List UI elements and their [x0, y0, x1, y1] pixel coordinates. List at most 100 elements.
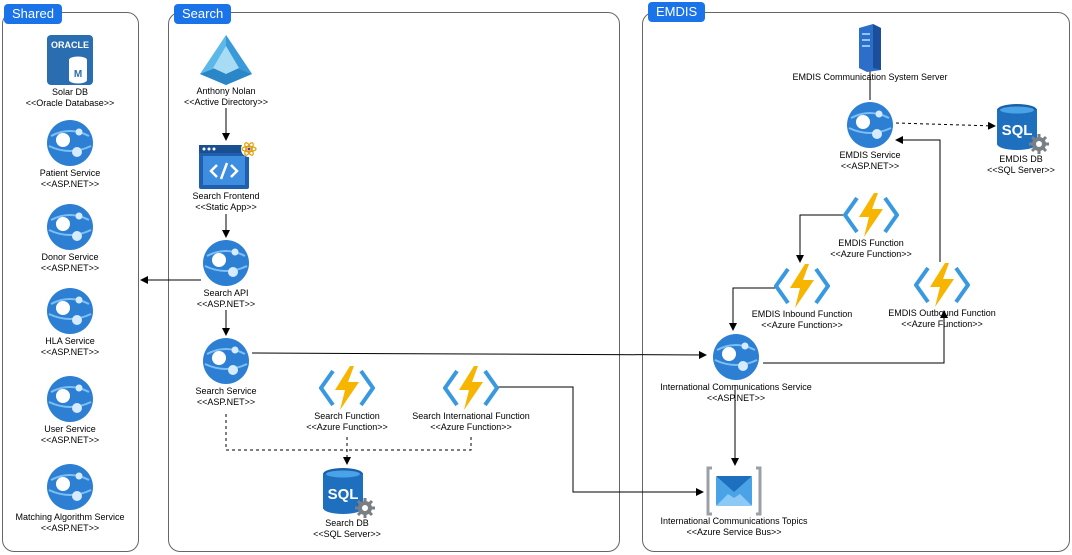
hla-service-node[interactable]: HLA Service <<ASP.NET>> — [0, 286, 160, 358]
search-service-node[interactable]: Search Service <<ASP.NET>> — [136, 336, 316, 408]
group-label-shared: Shared — [4, 4, 62, 24]
static-app-icon — [199, 141, 257, 189]
app-service-icon — [47, 376, 93, 422]
matching-algorithm-service-name: Matching Algorithm Service — [15, 512, 125, 522]
patient-service-name: Patient Service — [39, 168, 101, 178]
group-shared — [2, 12, 139, 552]
search-international-function-stereotype: <<Azure Function>> — [430, 422, 512, 432]
matching-algorithm-service-node[interactable]: Matching Algorithm Service <<ASP.NET>> — [0, 462, 160, 534]
edge-search-service-to-intl-service — [251, 350, 707, 359]
emdis-function-name: EMDIS Function — [838, 238, 904, 248]
solar-db-node[interactable]: ORACLE M Solar DB <<Oracle Database>> — [0, 33, 160, 109]
search-service-stereotype: <<ASP.NET>> — [196, 397, 256, 407]
emdis-outbound-function-node[interactable]: EMDIS Outbound Function <<Azure Function… — [852, 262, 1032, 330]
search-frontend-stereotype: <<Static App>> — [195, 202, 257, 212]
solar-db-stereotype: <<Oracle Database>> — [25, 98, 115, 108]
international-comm-topics-name: International Communications Topics — [660, 516, 808, 526]
edge-search-intl-function-to-db — [347, 437, 472, 451]
emdis-function-node[interactable]: EMDIS Function <<Azure Function>> — [781, 192, 961, 260]
svg-text:SQL: SQL — [328, 486, 359, 503]
patient-service-node[interactable]: Patient Service <<ASP.NET>> — [0, 118, 160, 190]
international-comm-service-stereotype: <<ASP.NET>> — [706, 393, 766, 403]
search-db-name: Search DB — [325, 518, 369, 528]
solar-db-name: Solar DB — [51, 87, 88, 97]
edge-search-intl-function-to-topics — [496, 386, 704, 496]
hla-service-stereotype: <<ASP.NET>> — [40, 347, 100, 357]
azure-function-icon — [914, 263, 970, 307]
search-service-name: Search Service — [195, 386, 257, 396]
edge-emdis-function-to-inbound — [796, 214, 845, 263]
search-db-node[interactable]: SQL Search DB <<SQL Server>> — [257, 466, 437, 540]
emdis-inbound-function-node[interactable]: EMDIS Inbound Function <<Azure Function>… — [712, 263, 892, 331]
search-frontend-name: Search Frontend — [192, 191, 260, 201]
edge-inbound-to-intl-service — [729, 287, 775, 331]
user-service-name: User Service — [44, 424, 96, 434]
edge-search-service-to-db — [225, 414, 347, 451]
donor-service-node[interactable]: Donor Service <<ASP.NET>> — [0, 202, 160, 274]
azure-function-icon — [774, 264, 830, 308]
emdis-service-name: EMDIS Service — [839, 150, 901, 160]
app-service-icon — [47, 464, 93, 510]
emdis-outbound-function-name: EMDIS Outbound Function — [888, 308, 996, 318]
search-function-node[interactable]: Search Function <<Azure Function>> — [257, 365, 437, 433]
anthony-nolan-stereotype: <<Active Directory>> — [183, 97, 269, 107]
international-comm-topics-stereotype: <<Azure Service Bus>> — [686, 527, 782, 537]
search-international-function-node[interactable]: Search International Function <<Azure Fu… — [381, 365, 561, 433]
oracle-text: ORACLE — [51, 40, 89, 50]
emdis-service-stereotype: <<ASP.NET>> — [840, 161, 900, 171]
sql-server-icon: SQL — [997, 104, 1049, 154]
server-icon — [859, 24, 881, 72]
app-service-icon — [47, 204, 93, 250]
matching-algorithm-service-stereotype: <<ASP.NET>> — [40, 523, 100, 533]
hla-service-name: HLA Service — [45, 336, 95, 346]
azure-function-icon — [443, 366, 499, 410]
azure-function-icon — [319, 366, 375, 410]
group-label-emdis: EMDIS — [648, 2, 706, 22]
group-label-search: Search — [174, 4, 232, 24]
emdis-comm-server-name: EMDIS Communication System Server — [792, 72, 948, 82]
emdis-function-stereotype: <<Azure Function>> — [830, 249, 912, 259]
edge-emdis-service-to-db — [895, 121, 996, 130]
emdis-db-stereotype: <<SQL Server>> — [987, 165, 1055, 175]
emdis-outbound-function-stereotype: <<Azure Function>> — [901, 319, 983, 329]
emdis-db-name: EMDIS DB — [999, 154, 1043, 164]
emdis-comm-server-node[interactable]: EMDIS Communication System Server — [780, 24, 960, 83]
donor-service-stereotype: <<ASP.NET>> — [40, 263, 100, 273]
edge-outbound-to-emdis-service — [895, 136, 941, 262]
app-service-icon — [203, 338, 249, 384]
svg-text:SQL: SQL — [1002, 122, 1033, 139]
anthony-nolan-name: Anthony Nolan — [196, 86, 256, 96]
emdis-db-node[interactable]: SQL EMDIS DB <<SQL Server>> — [931, 102, 1072, 176]
active-directory-icon — [200, 35, 252, 85]
app-service-icon — [713, 334, 759, 380]
app-service-icon — [847, 102, 893, 148]
emdis-inbound-function-stereotype: <<Azure Function>> — [761, 320, 843, 330]
app-service-icon — [203, 240, 249, 286]
app-service-icon — [47, 120, 93, 166]
search-db-stereotype: <<SQL Server>> — [313, 529, 381, 539]
user-service-node[interactable]: User Service <<ASP.NET>> — [0, 374, 160, 446]
international-comm-topics-node[interactable]: International Communications Topics <<Az… — [644, 466, 824, 538]
service-bus-icon — [706, 466, 762, 516]
search-function-name: Search Function — [314, 411, 380, 421]
search-api-name: Search API — [203, 288, 249, 298]
search-api-node[interactable]: Search API <<ASP.NET>> — [136, 238, 316, 310]
app-service-icon — [47, 288, 93, 334]
search-international-function-name: Search International Function — [412, 411, 530, 421]
patient-service-stereotype: <<ASP.NET>> — [40, 179, 100, 189]
anthony-nolan-node[interactable]: Anthony Nolan <<Active Directory>> — [136, 34, 316, 108]
search-frontend-node[interactable]: Search Frontend <<Static App>> — [136, 141, 316, 213]
search-api-stereotype: <<ASP.NET>> — [196, 299, 256, 309]
international-comm-service-node[interactable]: International Communications Service <<A… — [646, 332, 826, 404]
oracle-database-icon: ORACLE M — [47, 35, 93, 85]
user-service-stereotype: <<ASP.NET>> — [40, 435, 100, 445]
azure-function-icon — [843, 193, 899, 237]
group-emdis — [642, 12, 1070, 552]
group-search — [168, 12, 620, 552]
emdis-service-node[interactable]: EMDIS Service <<ASP.NET>> — [780, 100, 960, 172]
sql-server-icon: SQL — [323, 468, 375, 518]
search-function-stereotype: <<Azure Function>> — [306, 422, 388, 432]
svg-text:M: M — [74, 69, 82, 80]
